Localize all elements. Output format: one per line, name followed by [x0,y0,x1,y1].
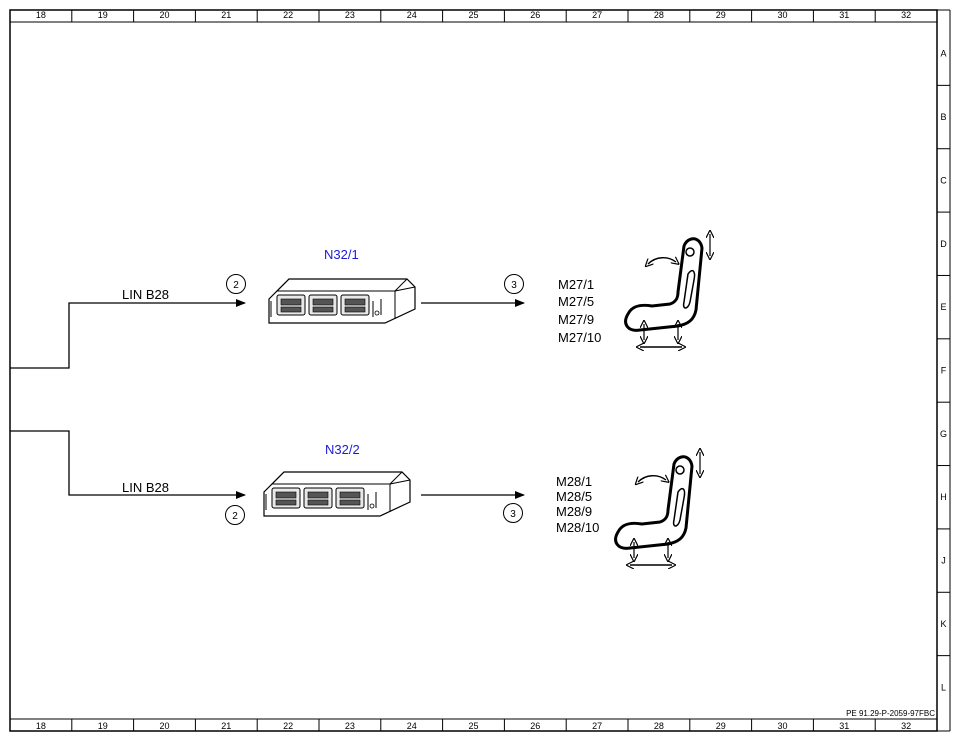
upper-motor-3: M27/10 [558,330,601,345]
row-label: J [941,556,946,566]
column-label: 30 [777,721,787,731]
row-grid: A B C D E F G H J K L [937,49,950,692]
upper-circuit: LIN B28 2 N32/1 3 M27/1 M27/5 M27/9 M27/… [10,234,710,369]
row-label: A [940,49,946,59]
column-label: 25 [468,721,478,731]
lower-input-marker [225,505,245,525]
column-label: 28 [654,10,664,20]
lower-motor-1: M28/5 [556,489,592,504]
upper-input-marker [226,274,246,294]
column-label: 22 [283,10,293,20]
column-label: 25 [468,10,478,20]
column-label: 30 [777,10,787,20]
upper-lin-wire [10,299,246,369]
upper-motor-0: M27/1 [558,277,594,292]
column-label: 19 [98,721,108,731]
row-label: E [940,302,946,312]
column-label: 27 [592,10,602,20]
upper-input-marker-text: 2 [233,280,239,291]
column-label: 32 [901,10,911,20]
column-label: 26 [530,10,540,20]
column-grid: 1818191920202121222223232424252526262727… [36,10,911,731]
lower-motor-3: M28/10 [556,520,599,535]
row-label: D [940,239,947,249]
drawing-frame [9,9,951,732]
lower-output-marker-text: 3 [510,509,516,520]
column-label: 24 [407,10,417,20]
column-label: 18 [36,10,46,20]
column-label: 23 [345,721,355,731]
lower-output-marker [503,503,523,523]
seat-adjustment-icon [626,234,710,347]
row-label: C [940,175,947,185]
column-label: 19 [98,10,108,20]
column-label: 31 [839,10,849,20]
column-label: 22 [283,721,293,731]
control-module-icon [263,471,411,517]
row-label: L [941,682,946,692]
lower-bus-label: LIN B28 [122,480,169,495]
column-label: 28 [654,721,664,731]
row-label: K [940,619,946,629]
row-label: H [940,492,947,502]
upper-bus-label: LIN B28 [122,287,169,302]
column-label: 27 [592,721,602,731]
column-label: 20 [159,721,169,731]
row-label: F [941,366,947,376]
column-label: 20 [159,10,169,20]
upper-output-marker-text: 3 [511,280,517,291]
control-module-icon [268,278,416,324]
column-label: 32 [901,721,911,731]
column-label: 31 [839,721,849,731]
drawing-reference: PE 91.29-P-2059-97FBC [846,709,935,718]
upper-motor-2: M27/9 [558,312,594,327]
column-label: 18 [36,721,46,731]
column-label: 29 [716,721,726,731]
seat-adjustment-icon [616,452,700,565]
upper-module-label: N32/1 [324,247,359,262]
row-label: B [940,112,946,122]
upper-output-marker [504,274,524,294]
lower-circuit: LIN B28 2 N32/2 3 M28/1 M28/5 M28/9 M28/… [10,430,700,565]
lower-motor-2: M28/9 [556,504,592,519]
column-label: 21 [221,10,231,20]
upper-motor-1: M27/5 [558,294,594,309]
lower-module-label: N32/2 [325,442,360,457]
lower-input-marker-text: 2 [232,511,238,522]
row-label: G [940,429,947,439]
column-label: 21 [221,721,231,731]
column-label: 23 [345,10,355,20]
lower-lin-wire [10,430,246,499]
column-label: 29 [716,10,726,20]
column-label: 26 [530,721,540,731]
lower-motor-0: M28/1 [556,474,592,489]
column-label: 24 [407,721,417,731]
